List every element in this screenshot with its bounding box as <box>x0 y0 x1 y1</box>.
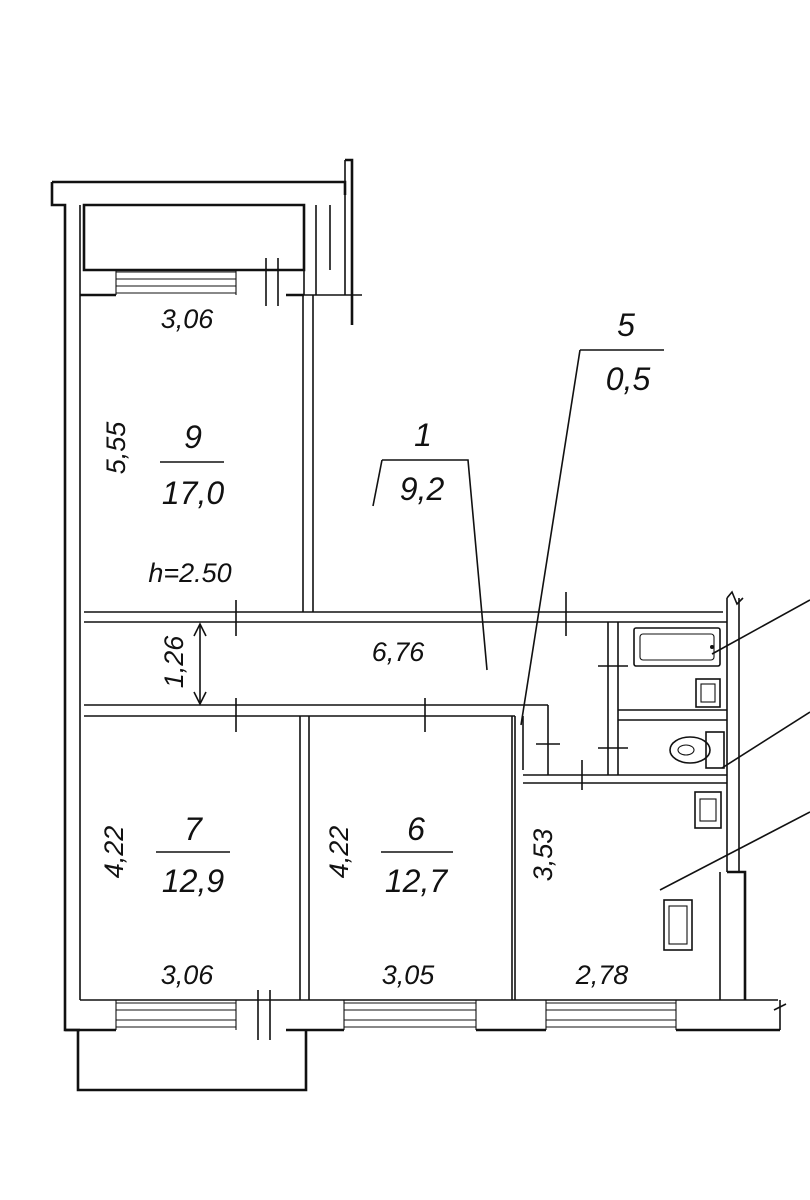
room-9-width: 3,06 <box>161 304 215 334</box>
room-5-area: 0,5 <box>606 361 651 397</box>
room-1-number: 1 <box>414 417 432 453</box>
room-5-number: 5 <box>617 307 635 343</box>
partitions <box>299 622 727 1000</box>
room-6-length: 4,22 <box>324 826 354 879</box>
room-6-area: 12,7 <box>385 863 448 899</box>
leader-lines <box>372 349 810 891</box>
room-6-width: 3,05 <box>382 960 436 990</box>
bathroom-sink-icon <box>695 678 721 708</box>
room-7-number: 7 <box>184 811 203 847</box>
room-1-area: 9,2 <box>400 471 445 507</box>
stove-icon <box>663 899 693 951</box>
kitchen-sink-icon <box>694 791 722 829</box>
kitchen-width: 2,78 <box>575 960 629 990</box>
kitchen-length: 3,53 <box>528 829 558 882</box>
exterior-walls <box>50 158 787 1092</box>
bathtub-icon <box>633 627 721 667</box>
ceiling-height: h=2.50 <box>148 558 231 588</box>
room-1-width: 1,26 <box>159 635 189 689</box>
room-9-length: 5,55 <box>101 421 131 475</box>
door-marks <box>235 258 628 1040</box>
room-7-width: 3,06 <box>161 960 215 990</box>
dimension-arrow <box>193 622 207 706</box>
room-7-area: 12,9 <box>162 863 224 899</box>
toilet-icon <box>669 731 725 769</box>
room-1-length: 6,76 <box>372 637 426 667</box>
room-7-length: 4,22 <box>99 826 129 879</box>
room-9-number: 9 <box>184 419 202 455</box>
room-6-number: 6 <box>407 811 425 847</box>
room-9-area: 17,0 <box>162 475 224 511</box>
windows <box>115 270 677 1030</box>
corridor-walls <box>84 611 727 1000</box>
